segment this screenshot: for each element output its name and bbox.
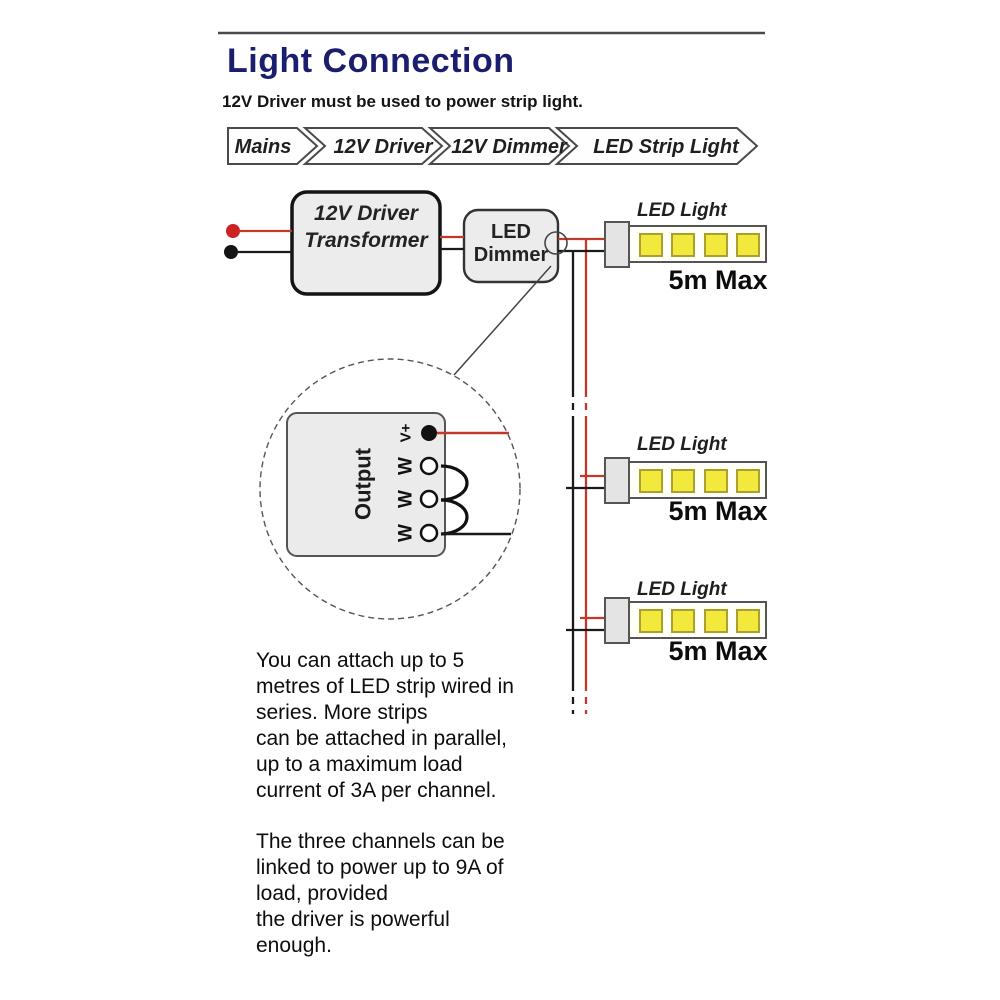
driver-box-label-line2: Transformer [304, 229, 429, 252]
black-wires [238, 247, 605, 714]
flow-step-shape-driver [302, 127, 444, 165]
led-strip-1: LED Light 5m Max [604, 200, 768, 295]
jumper-arc-w2-w3 [440, 498, 469, 536]
led-chip [671, 609, 695, 633]
led-dimmer-box [462, 208, 560, 284]
led-chip [639, 233, 663, 257]
page-subtitle: 12V Driver must be used to power strip l… [222, 92, 583, 111]
flow-step-shape-strip [554, 127, 759, 165]
terminal-label-w1: W [396, 457, 417, 475]
strip-caption: 5m Max [668, 636, 767, 666]
terminal-label-w2: W [396, 490, 417, 508]
terminal-label-vplus: V+ [398, 423, 415, 442]
flow-step-shape-dimmer [427, 127, 571, 165]
strip-caption: 5m Max [668, 265, 767, 295]
led-chips [639, 233, 760, 257]
jumper-arc-w1-w2 [440, 464, 469, 502]
terminal-label-w3: W [396, 524, 417, 542]
led-chips [639, 609, 760, 633]
dimmer-box-label-line2: Dimmer [474, 244, 549, 266]
mains-neutral-terminal-dot [224, 245, 238, 259]
led-chips [639, 469, 760, 493]
note-channels-linked: The three channels can be linked to powe… [256, 830, 505, 957]
zoom-pointer-line [453, 265, 552, 376]
red-wires [240, 229, 605, 714]
flow-step-label-mains: Mains [235, 136, 292, 158]
led-strip-3: LED Light 5m Max [604, 579, 768, 666]
led-chip [639, 609, 663, 633]
led-chip [671, 233, 695, 257]
led-chip [736, 609, 760, 633]
led-chip [704, 609, 728, 633]
output-magnifier: Output V+ W W W [259, 231, 568, 620]
strip-title: LED Light [637, 434, 727, 455]
flow-step-label-dimmer: 12V Dimmer [451, 136, 568, 158]
flow-bar: Mains 12V Driver 12V Dimmer LED Strip Li… [227, 127, 759, 165]
strip-connector [604, 457, 630, 504]
flow-step-label-driver: 12V Driver [334, 136, 434, 158]
mains-live-terminal-dot [226, 224, 240, 238]
driver-transformer-box [290, 190, 442, 296]
led-chip [639, 469, 663, 493]
terminal-dot-w2 [419, 489, 439, 509]
strip-caption: 5m Max [668, 496, 767, 526]
led-chip [736, 469, 760, 493]
zoom-source-circle [544, 231, 568, 255]
led-chip [671, 469, 695, 493]
dimmer-box-label-line1: LED [491, 221, 531, 243]
output-label: Output [351, 447, 376, 520]
flow-step-label-strip: LED Strip Light [593, 136, 740, 158]
output-block [286, 412, 446, 557]
page-title: Light Connection [227, 42, 515, 80]
strip-title: LED Light [637, 200, 727, 221]
terminal-dot-w1 [419, 456, 439, 476]
led-chip [704, 233, 728, 257]
terminal-dot-vplus [421, 425, 437, 441]
note-series-parallel: You can attach up to 5 metres of LED str… [256, 649, 514, 802]
led-chip [704, 469, 728, 493]
led-strip-2: LED Light 5m Max [604, 434, 768, 526]
led-chip [736, 233, 760, 257]
terminal-dot-w3 [419, 523, 439, 543]
driver-box-label-line1: 12V Driver [314, 202, 420, 225]
strip-connector [604, 221, 630, 268]
strip-title: LED Light [637, 579, 727, 600]
flow-step-shape-mains [227, 127, 319, 165]
strip-connector [604, 597, 630, 644]
